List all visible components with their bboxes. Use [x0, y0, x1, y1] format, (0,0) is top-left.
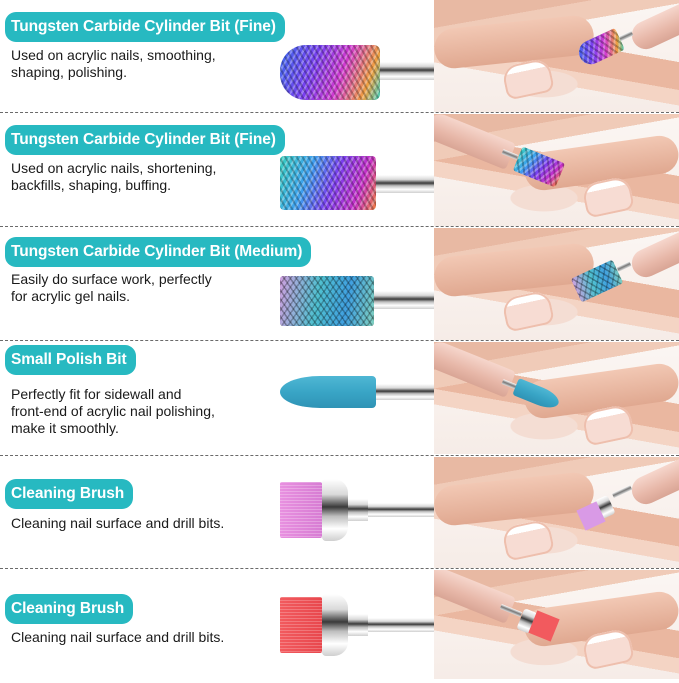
- description-line: Easily do surface work, perfectly: [11, 271, 212, 287]
- hand-using-rainbow-flat-cylinder-bit: [434, 114, 679, 226]
- product-row: Tungsten Carbide Cylinder Bit (Fine) Use…: [0, 0, 679, 113]
- row-separator: [0, 455, 679, 456]
- product-title-badge: Tungsten Carbide Cylinder Bit (Fine): [5, 125, 285, 155]
- product-title-badge: Tungsten Carbide Cylinder Bit (Fine): [5, 12, 285, 42]
- description-line: front-end of acrylic nail polishing,: [11, 403, 215, 419]
- product-description: Easily do surface work, perfectly for ac…: [11, 271, 261, 305]
- product-title-badge: Cleaning Brush: [5, 594, 134, 624]
- product-row: Tungsten Carbide Cylinder Bit (Medium) E…: [0, 228, 679, 341]
- product-description: Cleaning nail surface and drill bits.: [11, 629, 261, 646]
- row-separator: [0, 112, 679, 113]
- description-line: Perfectly fit for sidewall and: [11, 386, 182, 402]
- blue-polish-bit-icon: [276, 356, 434, 436]
- red-cleaning-brush-icon: [276, 592, 434, 672]
- rainbow-flat-cylinder-bit-icon: [276, 134, 434, 214]
- product-description: Used on acrylic nails, shortening, backf…: [11, 160, 261, 194]
- hand-using-rainbow-rounded-cylinder-bit: [434, 0, 679, 112]
- pink-cleaning-brush-icon: [276, 477, 434, 557]
- product-row: Tungsten Carbide Cylinder Bit (Fine) Use…: [0, 114, 679, 227]
- product-row: Cleaning Brush Cleaning nail surface and…: [0, 570, 679, 683]
- hand-using-pink-cleaning-brush: [434, 457, 679, 568]
- hand-using-red-cleaning-brush: [434, 570, 679, 679]
- product-title-badge: Small Polish Bit: [5, 345, 136, 375]
- description-line: Used on acrylic nails, shortening,: [11, 160, 217, 176]
- description-line: shaping, polishing.: [11, 64, 127, 80]
- product-row: Small Polish Bit Perfectly fit for sidew…: [0, 342, 679, 455]
- description-line: make it smoothly.: [11, 420, 119, 436]
- product-title-badge: Cleaning Brush: [5, 479, 134, 509]
- row-separator: [0, 226, 679, 227]
- product-description: Perfectly fit for sidewall and front-end…: [11, 386, 261, 437]
- hand-using-blue-polish-bit: [434, 342, 679, 454]
- product-row: Cleaning Brush Cleaning nail surface and…: [0, 457, 679, 570]
- description-line: for acrylic gel nails.: [11, 288, 131, 304]
- description-line: Cleaning nail surface and drill bits.: [11, 629, 225, 645]
- hand-using-medium-cylinder-bit: [434, 228, 679, 340]
- description-line: Cleaning nail surface and drill bits.: [11, 515, 225, 531]
- rainbow-rounded-cylinder-bit-icon: [276, 20, 434, 100]
- product-description: Used on acrylic nails, smoothing, shapin…: [11, 47, 261, 81]
- description-line: backfills, shaping, buffing.: [11, 177, 172, 193]
- description-line: Used on acrylic nails, smoothing,: [11, 47, 216, 63]
- product-title-badge: Tungsten Carbide Cylinder Bit (Medium): [5, 237, 312, 267]
- row-separator: [0, 340, 679, 341]
- row-separator: [0, 568, 679, 569]
- iridescent-medium-cylinder-bit-icon: [276, 248, 434, 328]
- product-description: Cleaning nail surface and drill bits.: [11, 515, 261, 532]
